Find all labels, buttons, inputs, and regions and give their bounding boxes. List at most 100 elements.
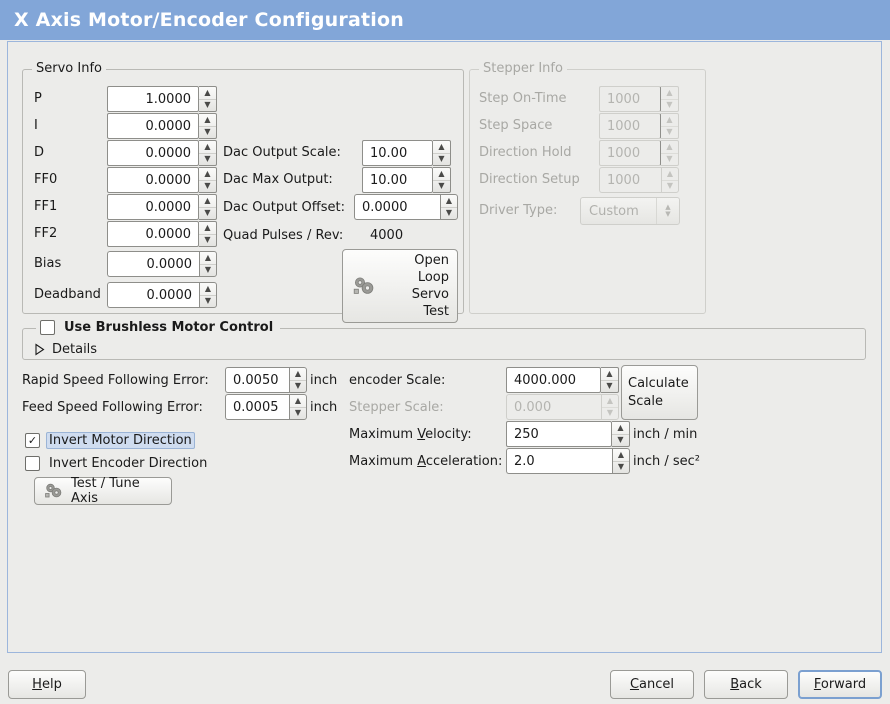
spin-up-icon[interactable]: ▲	[294, 395, 302, 405]
servo-spin-ff0-value[interactable]: 0.0000	[107, 167, 199, 193]
servo-spin-deadband-buttons[interactable]: ▲ ▼	[199, 282, 217, 308]
servo-spin-ff1[interactable]: 0.0000 ▲ ▼	[107, 194, 217, 220]
servo-spin-ff2-value[interactable]: 0.0000	[107, 221, 199, 247]
servo-spin-bias-value[interactable]: 0.0000	[107, 251, 199, 277]
servo-spin-d-buttons[interactable]: ▲ ▼	[199, 140, 217, 166]
servo-spin-ff0[interactable]: 0.0000 ▲ ▼	[107, 167, 217, 193]
help-button[interactable]: Help	[8, 670, 86, 699]
feed-following-error-buttons[interactable]: ▲ ▼	[289, 394, 307, 420]
spin-up-icon[interactable]: ▲	[204, 87, 211, 97]
maximum-velocity-label: Maximum Velocity:	[349, 427, 472, 443]
servo-spin-ff1-buttons[interactable]: ▲ ▼	[199, 194, 217, 220]
maximum-acceleration-spin[interactable]: 2.0 ▲ ▼	[506, 448, 630, 474]
feed-following-error-spin[interactable]: 0.0005 ▲ ▼	[225, 394, 307, 420]
spin-down-icon[interactable]: ▼	[441, 206, 457, 220]
feed-following-error-value[interactable]: 0.0005	[225, 394, 289, 420]
spin-up-icon[interactable]: ▲	[617, 449, 625, 459]
rapid-following-error-value[interactable]: 0.0050	[225, 367, 289, 393]
back-button[interactable]: Back	[704, 670, 788, 699]
dac-max-output-buttons[interactable]: ▲ ▼	[433, 167, 451, 193]
test-tune-axis-button[interactable]: Test / Tune Axis	[34, 476, 172, 506]
open-loop-servo-test-button[interactable]: Open Loop Servo Test	[342, 249, 458, 323]
servo-spin-p-buttons[interactable]: ▲ ▼	[199, 86, 217, 112]
servo-spin-d[interactable]: 0.0000 ▲ ▼	[107, 140, 217, 166]
spin-up-icon[interactable]: ▲	[204, 195, 211, 205]
encoder-scale-spin[interactable]: 4000.000 ▲ ▼	[506, 367, 619, 393]
driver-type-label: Driver Type:	[479, 203, 558, 218]
servo-spin-p[interactable]: 1.0000 ▲ ▼	[107, 86, 217, 112]
spin-down-icon[interactable]: ▼	[601, 379, 618, 393]
dac-max-output-spin[interactable]: 10.00 ▲ ▼	[362, 167, 451, 193]
maximum-velocity-spin[interactable]: 250 ▲ ▼	[506, 421, 630, 447]
dac-output-offset-spin[interactable]: 0.0000 ▲ ▼	[354, 194, 458, 220]
dac-max-output-value[interactable]: 10.00	[362, 167, 433, 193]
brushless-details-expander[interactable]: Details	[34, 342, 97, 357]
maximum-velocity-buttons[interactable]: ▲ ▼	[612, 421, 630, 447]
spin-up-icon[interactable]: ▲	[204, 141, 211, 151]
invert-encoder-direction-checkbox[interactable]: Invert Encoder Direction	[25, 455, 210, 472]
spin-up-icon[interactable]: ▲	[617, 422, 624, 432]
spin-down-icon[interactable]: ▼	[612, 433, 629, 447]
servo-spin-deadband[interactable]: 0.0000 ▲ ▼	[107, 282, 217, 308]
servo-spin-ff2-buttons[interactable]: ▲ ▼	[199, 221, 217, 247]
rapid-following-error-spin[interactable]: 0.0050 ▲ ▼	[225, 367, 307, 393]
spin-up-icon[interactable]: ▲	[204, 114, 211, 124]
servo-spin-p-value[interactable]: 1.0000	[107, 86, 199, 112]
dac-output-scale-spin[interactable]: 10.00 ▲ ▼	[362, 140, 451, 166]
spin-down-icon[interactable]: ▼	[199, 233, 216, 247]
chevron-right-icon[interactable]	[34, 343, 45, 356]
spin-down-icon[interactable]: ▼	[200, 294, 216, 308]
spin-down-icon[interactable]: ▼	[199, 125, 216, 139]
spin-down-icon[interactable]: ▼	[290, 379, 306, 393]
forward-button[interactable]: Forward	[798, 670, 882, 699]
spin-up-icon[interactable]: ▲	[438, 141, 445, 151]
servo-spin-i[interactable]: 0.0000 ▲ ▼	[107, 113, 217, 139]
spin-down-icon[interactable]: ▼	[199, 98, 216, 112]
servo-spin-d-value[interactable]: 0.0000	[107, 140, 199, 166]
encoder-scale-buttons[interactable]: ▲ ▼	[601, 367, 619, 393]
brushless-details-label: Details	[52, 342, 98, 357]
maximum-acceleration-value[interactable]: 2.0	[506, 448, 612, 474]
servo-spin-ff2[interactable]: 0.0000 ▲ ▼	[107, 221, 217, 247]
servo-spin-bias-buttons[interactable]: ▲ ▼	[199, 251, 217, 277]
checkbox-box[interactable]: ✓	[25, 433, 40, 448]
servo-spin-i-value[interactable]: 0.0000	[107, 113, 199, 139]
servo-spin-ff1-value[interactable]: 0.0000	[107, 194, 199, 220]
dac-output-scale-buttons[interactable]: ▲ ▼	[433, 140, 451, 166]
open-loop-servo-test-label: Open Loop Servo Test	[411, 253, 449, 319]
back-label-post: ack	[739, 677, 762, 692]
checkbox-box[interactable]	[40, 320, 55, 335]
servo-spin-bias[interactable]: 0.0000 ▲ ▼	[107, 251, 217, 277]
spin-up-icon[interactable]: ▲	[204, 168, 211, 178]
spin-down-icon[interactable]: ▼	[613, 460, 629, 474]
spin-up-icon[interactable]: ▲	[438, 168, 445, 178]
spin-up-icon[interactable]: ▲	[606, 368, 613, 378]
invert-motor-direction-checkbox[interactable]: ✓ Invert Motor Direction	[25, 432, 195, 449]
spin-down-icon[interactable]: ▼	[200, 263, 216, 277]
cancel-button[interactable]: Cancel	[610, 670, 694, 699]
rapid-following-error-buttons[interactable]: ▲ ▼	[289, 367, 307, 393]
spin-up-icon[interactable]: ▲	[204, 222, 211, 232]
encoder-scale-value[interactable]: 4000.000	[506, 367, 601, 393]
spin-up-icon[interactable]: ▲	[445, 195, 453, 205]
calculate-scale-button[interactable]: Calculate Scale	[621, 365, 698, 420]
servo-spin-deadband-value[interactable]: 0.0000	[107, 282, 199, 308]
spin-down-icon[interactable]: ▼	[433, 152, 450, 166]
spin-up-icon[interactable]: ▲	[294, 368, 302, 378]
checkbox-box[interactable]	[25, 456, 40, 471]
servo-spin-i-buttons[interactable]: ▲ ▼	[199, 113, 217, 139]
dac-output-offset-buttons[interactable]: ▲ ▼	[440, 194, 458, 220]
spin-down-icon[interactable]: ▼	[199, 152, 216, 166]
dac-output-offset-value[interactable]: 0.0000	[354, 194, 440, 220]
spin-down-icon[interactable]: ▼	[199, 206, 216, 220]
spin-down-icon[interactable]: ▼	[290, 406, 306, 420]
use-brushless-motor-control-checkbox[interactable]: Use Brushless Motor Control	[36, 319, 281, 336]
dac-output-scale-value[interactable]: 10.00	[362, 140, 433, 166]
maximum-velocity-value[interactable]: 250	[506, 421, 612, 447]
maximum-acceleration-buttons[interactable]: ▲ ▼	[612, 448, 630, 474]
spin-up-icon[interactable]: ▲	[204, 283, 212, 293]
spin-up-icon[interactable]: ▲	[204, 252, 212, 262]
servo-spin-ff0-buttons[interactable]: ▲ ▼	[199, 167, 217, 193]
spin-down-icon[interactable]: ▼	[433, 179, 450, 193]
spin-down-icon[interactable]: ▼	[199, 179, 216, 193]
